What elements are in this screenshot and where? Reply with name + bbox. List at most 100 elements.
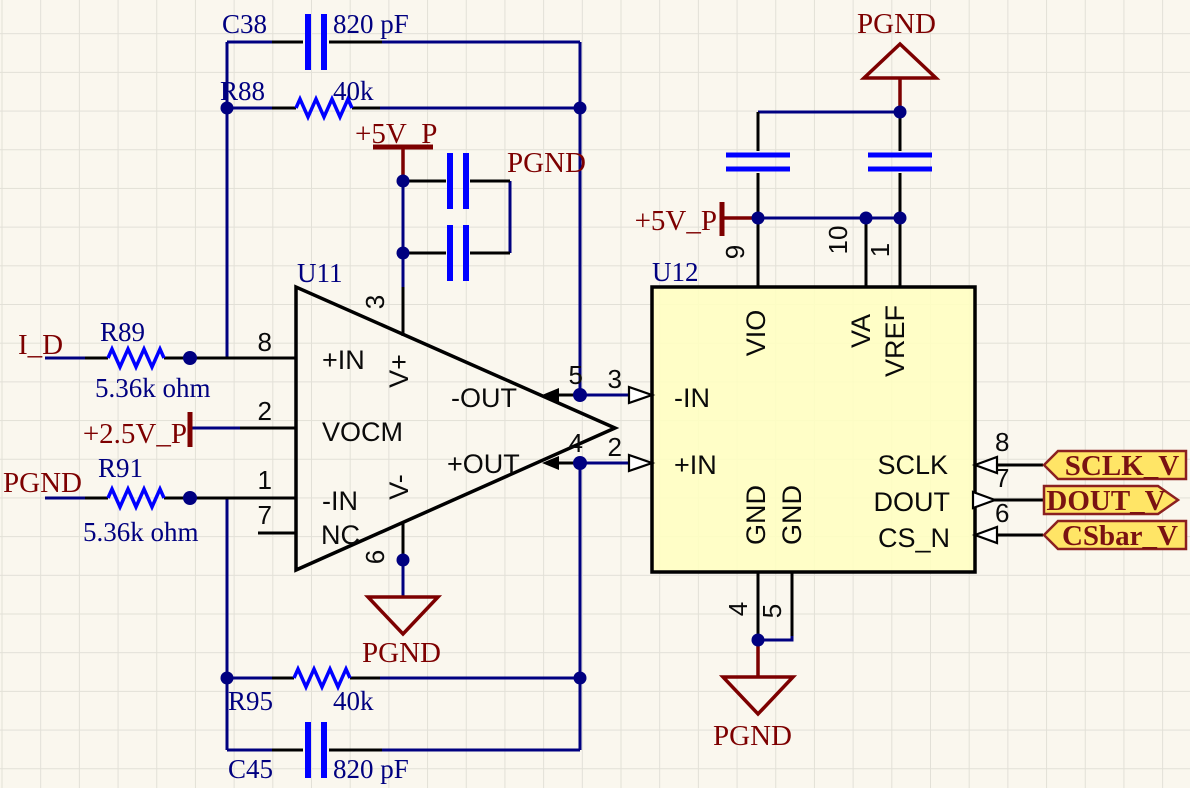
r91-value[interactable]: 5.36k ohm	[83, 517, 199, 547]
junction-dot	[396, 174, 410, 188]
r95-designator[interactable]: R95	[228, 686, 273, 716]
u12-pin4-number: 4	[723, 602, 753, 616]
u12-adc[interactable]: U12 VIO VA VREF -IN +IN SCLK DOUT CS_N G…	[608, 218, 1043, 640]
port-csbar-shape[interactable]	[1042, 519, 1188, 551]
r88-body[interactable]	[294, 94, 354, 122]
capacitor-c45[interactable]	[272, 722, 382, 778]
resistor-r91[interactable]	[85, 484, 190, 512]
u12-pin8-number: 8	[995, 427, 1009, 457]
port-dout-v[interactable]: DOUT_V	[1042, 484, 1181, 517]
u12-pin3-number: 3	[608, 364, 622, 394]
junction-dot	[573, 388, 587, 402]
u12-5v-label[interactable]: +5V_P	[635, 205, 717, 237]
u12-pin7-number: 7	[995, 463, 1009, 493]
r89-body[interactable]	[106, 344, 166, 372]
c38-value[interactable]: 820 pF	[333, 9, 409, 39]
u11-pin-name-nc: NC	[321, 520, 360, 550]
wires[interactable]	[45, 40, 900, 752]
u11-pgnd-triangle-icon[interactable]	[363, 595, 443, 637]
port-sclk-shape[interactable]	[1042, 449, 1188, 481]
power-port-2v5[interactable]: +2.5V_P	[83, 412, 193, 450]
u11-pin4-number: 4	[569, 428, 583, 458]
u11-pin-name-inp: +IN	[322, 345, 365, 375]
port-sclk-v[interactable]: SCLK_V	[1042, 449, 1188, 482]
component-annotations[interactable]: C38 820 pF R88 40k R89 5.36k ohm R91 5.3…	[83, 9, 409, 784]
u12-pin-name-sclk: SCLK	[877, 450, 948, 480]
cap-b-plates[interactable]	[447, 225, 469, 281]
u12-dout-arrow-icon	[971, 490, 999, 510]
u12-pgnd-bottom-label[interactable]: PGND	[713, 720, 792, 752]
u12-inn-arrow-icon	[627, 385, 656, 405]
u11-pin-name-vocm: VOCM	[322, 417, 403, 447]
power-port-pgnd-u11[interactable]: PGND	[362, 595, 443, 669]
port-csbar-label[interactable]: CSbar_V	[1062, 520, 1178, 552]
c38-designator[interactable]: C38	[222, 9, 267, 39]
v2p5-label[interactable]: +2.5V_P	[83, 418, 187, 450]
u11-5v-label[interactable]: +5V_P	[355, 118, 437, 150]
u12-sclk-arrow-icon	[971, 455, 999, 475]
r88-designator[interactable]: R88	[220, 76, 265, 106]
u12-body[interactable]	[650, 285, 977, 574]
port-dout-shape[interactable]	[1042, 484, 1181, 516]
power-port-pgnd-top[interactable]: PGND	[857, 8, 941, 112]
u12-pgnd-top-triangle-icon[interactable]	[859, 41, 941, 80]
r91-body[interactable]	[106, 484, 166, 512]
u12-pin5-number: 5	[757, 604, 787, 618]
u12-pin-name-inp: +IN	[674, 450, 717, 480]
power-port-pgnd-u12-bottom[interactable]: PGND	[713, 640, 798, 752]
u12-decap-left-plates[interactable]	[726, 152, 790, 172]
r91-designator[interactable]: R91	[98, 453, 143, 483]
u11-pin6-number: 6	[360, 550, 390, 564]
u12-decap-right-plates[interactable]	[868, 152, 932, 172]
junction-dot	[396, 246, 410, 260]
junction-dot	[183, 351, 197, 365]
net-label-pgnd-decap[interactable]: PGND	[507, 147, 586, 179]
r88-value[interactable]: 40k	[333, 76, 374, 106]
r95-body[interactable]	[292, 664, 352, 692]
resistor-r88[interactable]	[272, 94, 380, 122]
c45-value[interactable]: 820 pF	[333, 754, 409, 784]
c45-designator[interactable]: C45	[228, 754, 273, 784]
u11-designator[interactable]: U11	[297, 258, 343, 288]
r89-value[interactable]: 5.36k ohm	[95, 373, 211, 403]
u12-pin-name-csn: CS_N	[878, 523, 950, 553]
u12-decap-right[interactable]	[868, 112, 932, 218]
resistor-r95[interactable]	[272, 664, 380, 692]
c45-plates[interactable]	[305, 722, 327, 778]
net-label-pgnd-left[interactable]: PGND	[3, 467, 82, 499]
decoupling-cap-a[interactable]	[406, 153, 510, 209]
u12-pin9-number: 9	[720, 245, 750, 259]
port-csbar-v[interactable]: CSbar_V	[1042, 519, 1188, 552]
u11-pgnd-label[interactable]: PGND	[362, 637, 441, 669]
capacitor-c38[interactable]	[272, 14, 382, 70]
r89-designator[interactable]: R89	[100, 317, 145, 347]
c38-plates[interactable]	[305, 14, 327, 70]
net-label-id[interactable]: I_D	[18, 329, 63, 361]
junction-dot	[859, 211, 873, 225]
u12-designator[interactable]: U12	[652, 257, 699, 287]
u11-amplifier[interactable]: U11 +IN VOCM -IN NC -OUT +OUT V+ V- 8 2 …	[190, 258, 620, 573]
r95-value[interactable]: 40k	[333, 686, 374, 716]
u11-pin-name-outp: +OUT	[447, 449, 520, 479]
junction-dot	[893, 211, 907, 225]
port-sclk-label[interactable]: SCLK_V	[1065, 450, 1179, 482]
u11-pin-name-vminus: V-	[384, 474, 414, 500]
resistor-r89[interactable]	[85, 344, 190, 372]
decoupling-cap-b[interactable]	[406, 225, 510, 281]
wire-u12-gnd-jog[interactable]	[758, 636, 794, 642]
power-port-5v-u11[interactable]: +5V_P	[355, 118, 437, 176]
port-dout-label[interactable]: DOUT_V	[1046, 485, 1165, 517]
u12-pgnd-bottom-triangle-icon[interactable]	[718, 675, 798, 717]
u12-inp-arrow-icon	[627, 453, 656, 473]
junction-dot	[751, 633, 765, 647]
u11-outp-arrow-icon	[542, 456, 559, 470]
u11-pin3-number: 3	[360, 295, 390, 309]
cap-a-plates[interactable]	[447, 153, 469, 209]
u12-pgnd-top-label[interactable]: PGND	[857, 8, 936, 40]
u12-pin1-number: 1	[865, 243, 895, 257]
power-port-5v-u12[interactable]: +5V_P	[635, 202, 752, 237]
junction-dot	[220, 671, 234, 685]
u12-decap-left[interactable]	[726, 112, 790, 218]
